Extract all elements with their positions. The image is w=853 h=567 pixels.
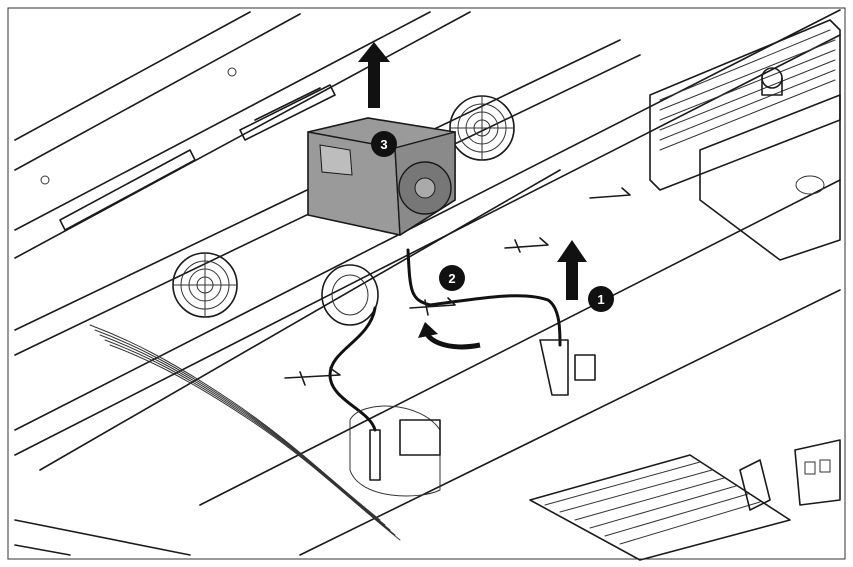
callout-1-label: 1 (597, 292, 604, 307)
fan-grille-left (172, 252, 238, 318)
fan-grille-right (449, 95, 515, 161)
lift-arrow-cable (557, 240, 587, 300)
fan-middle (321, 264, 379, 326)
callout-2-label: 2 (448, 271, 455, 286)
drive-cage (649, 19, 841, 261)
cable-clips (284, 187, 631, 386)
lift-arrow-fan (358, 42, 390, 108)
fan-module (307, 117, 456, 237)
release-arrow (418, 322, 481, 350)
chassis-panel (14, 11, 471, 259)
chassis-rails (14, 9, 841, 556)
callout-2: 2 (439, 265, 465, 291)
callout-3: 3 (371, 131, 397, 157)
callout-1: 1 (588, 286, 614, 312)
heatsink (529, 439, 841, 561)
wire-bundle (89, 324, 441, 541)
figure-frame (7, 7, 846, 560)
callout-3-label: 3 (380, 137, 387, 152)
